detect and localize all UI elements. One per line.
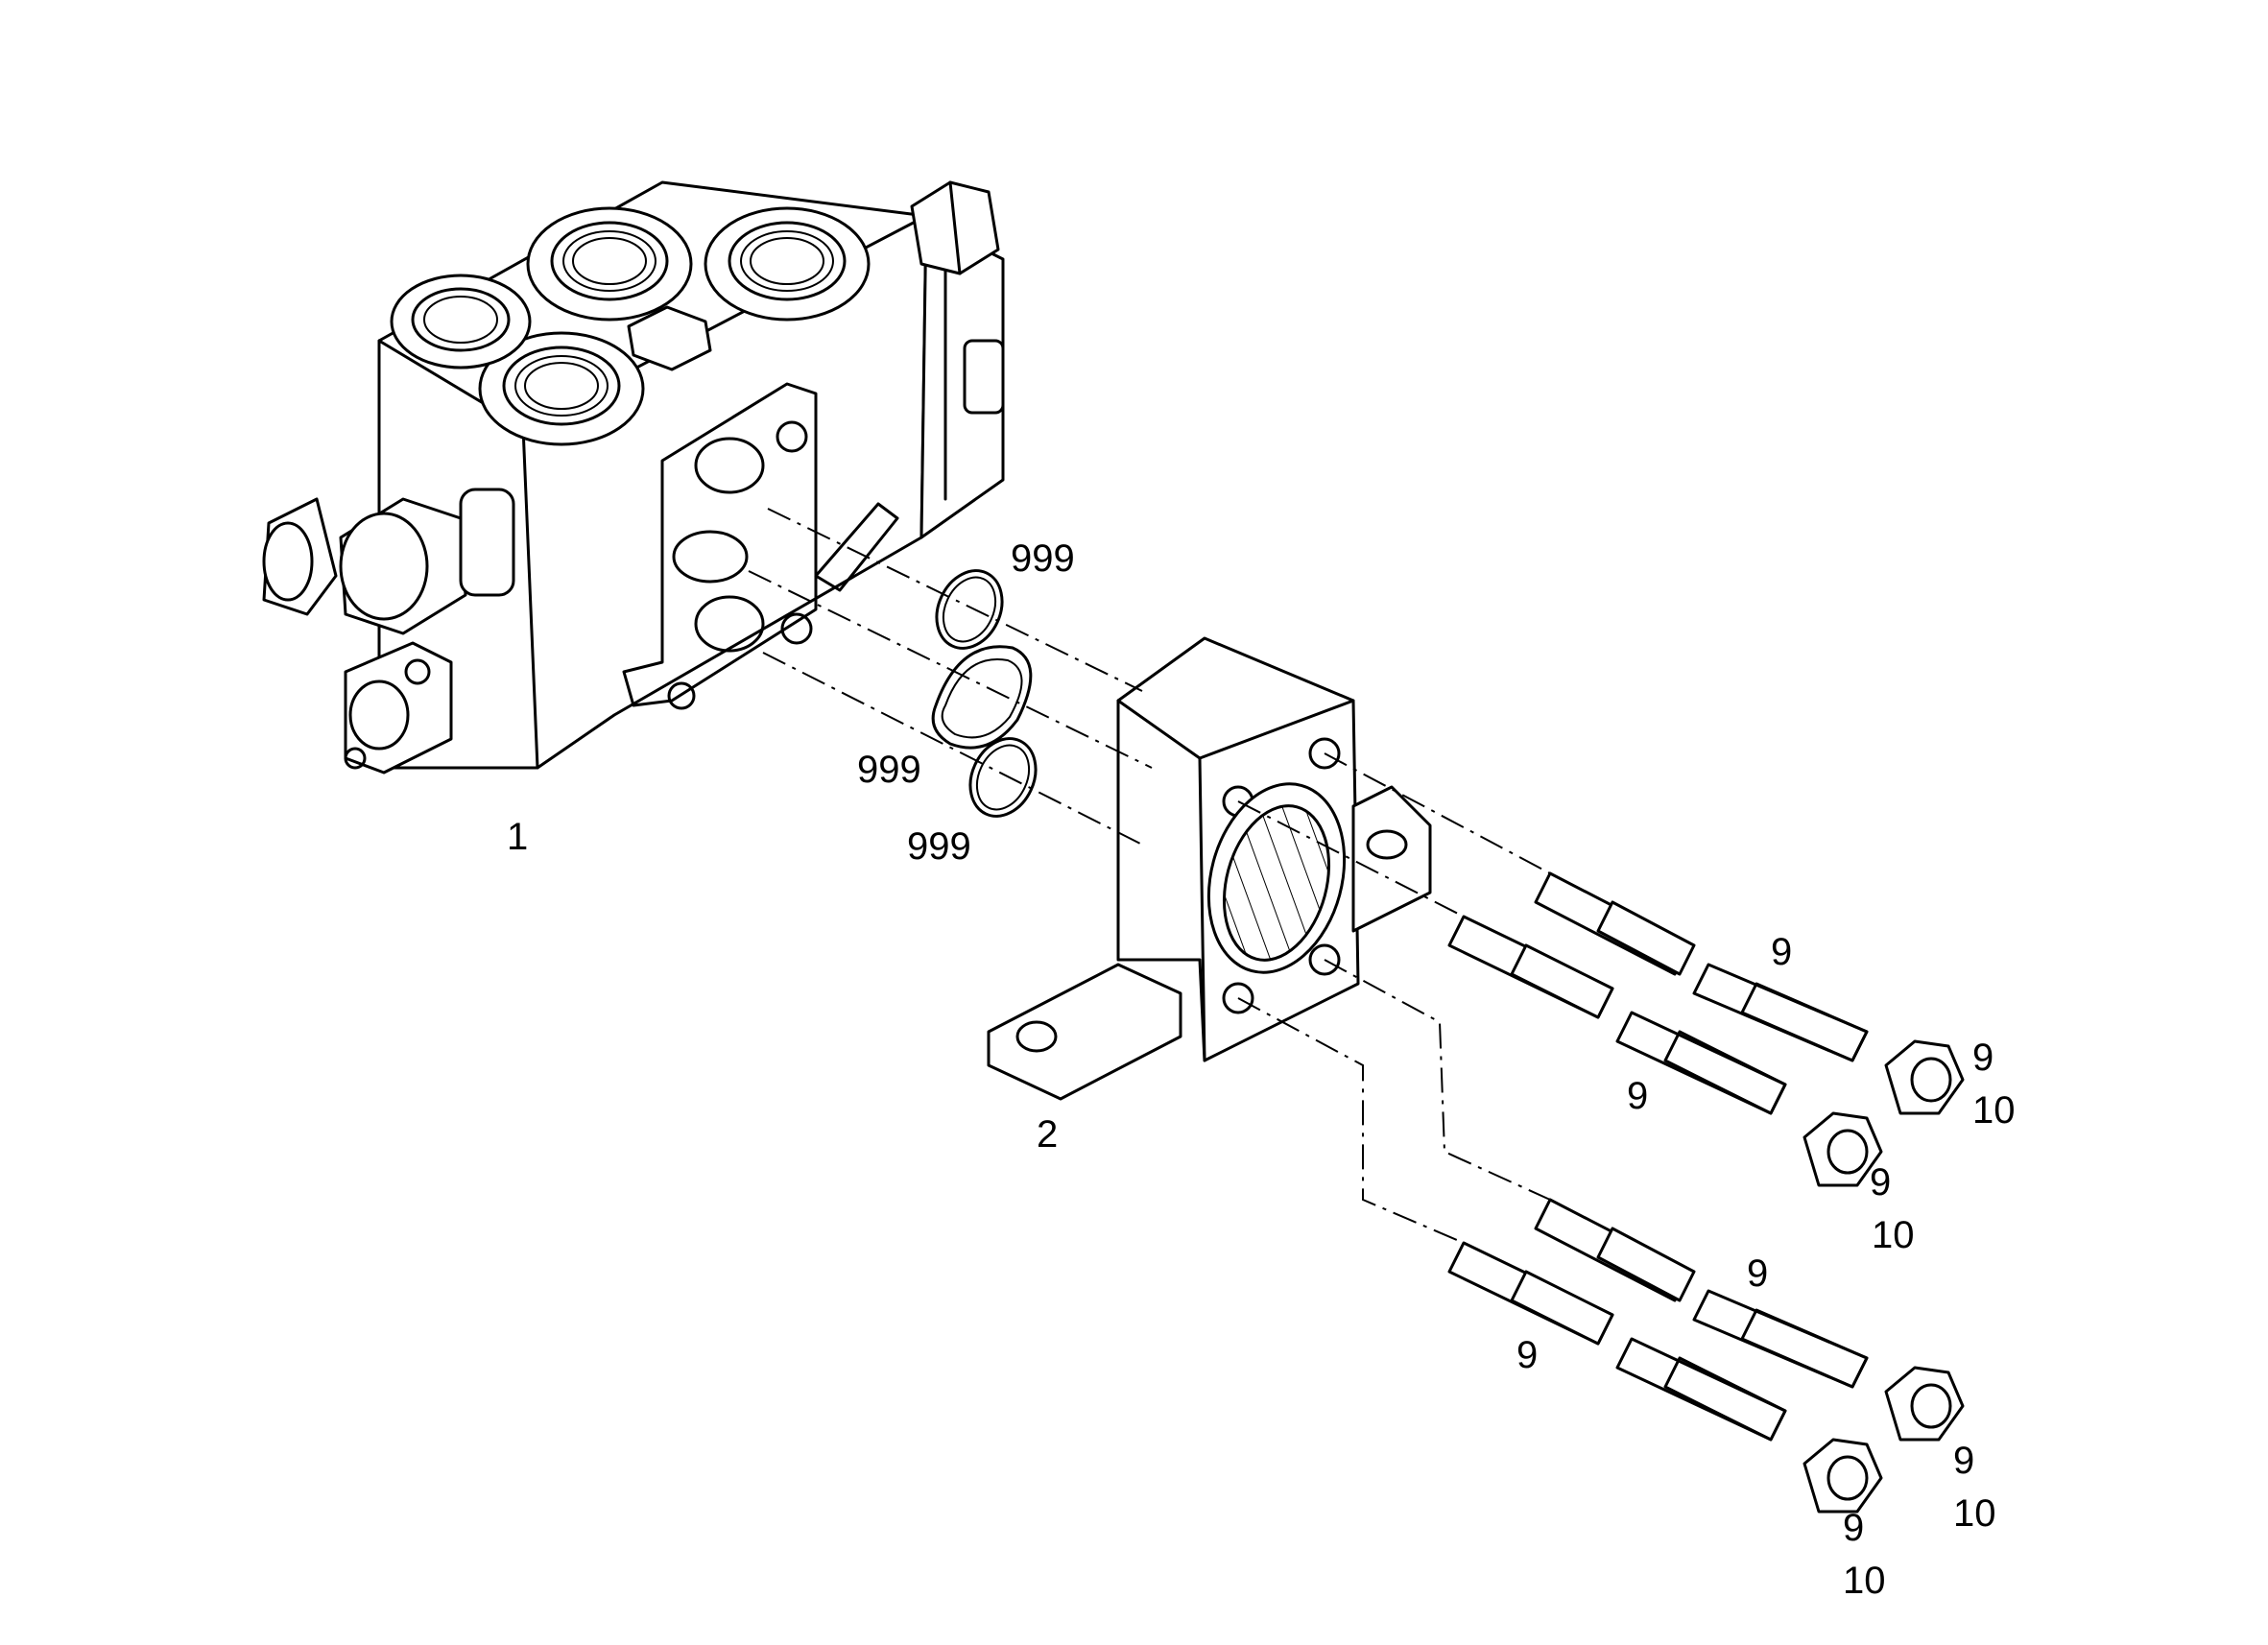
- callout-999-upper: 999: [1011, 537, 1075, 580]
- callout-nut-4-b: 10: [1843, 1560, 1886, 1602]
- callout-2: 2: [1037, 1113, 1058, 1156]
- hex-nut-2: [1802, 1111, 1883, 1187]
- hex-nut-3: [1884, 1366, 1965, 1442]
- stud-1-group: [1534, 871, 1869, 1062]
- callout-stud-4: 9: [1516, 1334, 1538, 1376]
- callout-stud-2: 9: [1627, 1075, 1648, 1117]
- oval-seal-middle: [931, 645, 1033, 750]
- callout-nut-2-a: 9: [1870, 1161, 1891, 1204]
- o-ring-seal-lower: [968, 737, 1038, 818]
- hex-nut-4: [1802, 1438, 1883, 1514]
- hex-nut-1: [1884, 1039, 1965, 1115]
- callout-nut-3-b: 10: [1953, 1492, 1996, 1535]
- callout-nut-4-a: 9: [1843, 1507, 1864, 1549]
- callout-nut-1-b: 10: [1972, 1089, 2016, 1132]
- callout-nut-1-a: 9: [1972, 1037, 1993, 1079]
- o-ring-seal-upper: [935, 569, 1004, 650]
- callout-1: 1: [507, 816, 528, 858]
- assembly-center-lines: [748, 508, 1551, 1244]
- stud-2-group: [1447, 915, 1787, 1115]
- callout-stud-1: 9: [1771, 931, 1792, 973]
- valve-block: [262, 180, 1005, 775]
- callout-nut-2-b: 10: [1872, 1214, 1915, 1256]
- callout-999-middle: 999: [857, 749, 921, 791]
- callout-stud-3: 9: [1747, 1252, 1768, 1295]
- callout-999-lower: 999: [907, 825, 971, 868]
- stud-4-group: [1447, 1241, 1787, 1442]
- stud-3-group: [1534, 1198, 1869, 1389]
- callout-nut-3-a: 9: [1953, 1440, 1974, 1482]
- mounting-bracket: [987, 636, 1432, 1101]
